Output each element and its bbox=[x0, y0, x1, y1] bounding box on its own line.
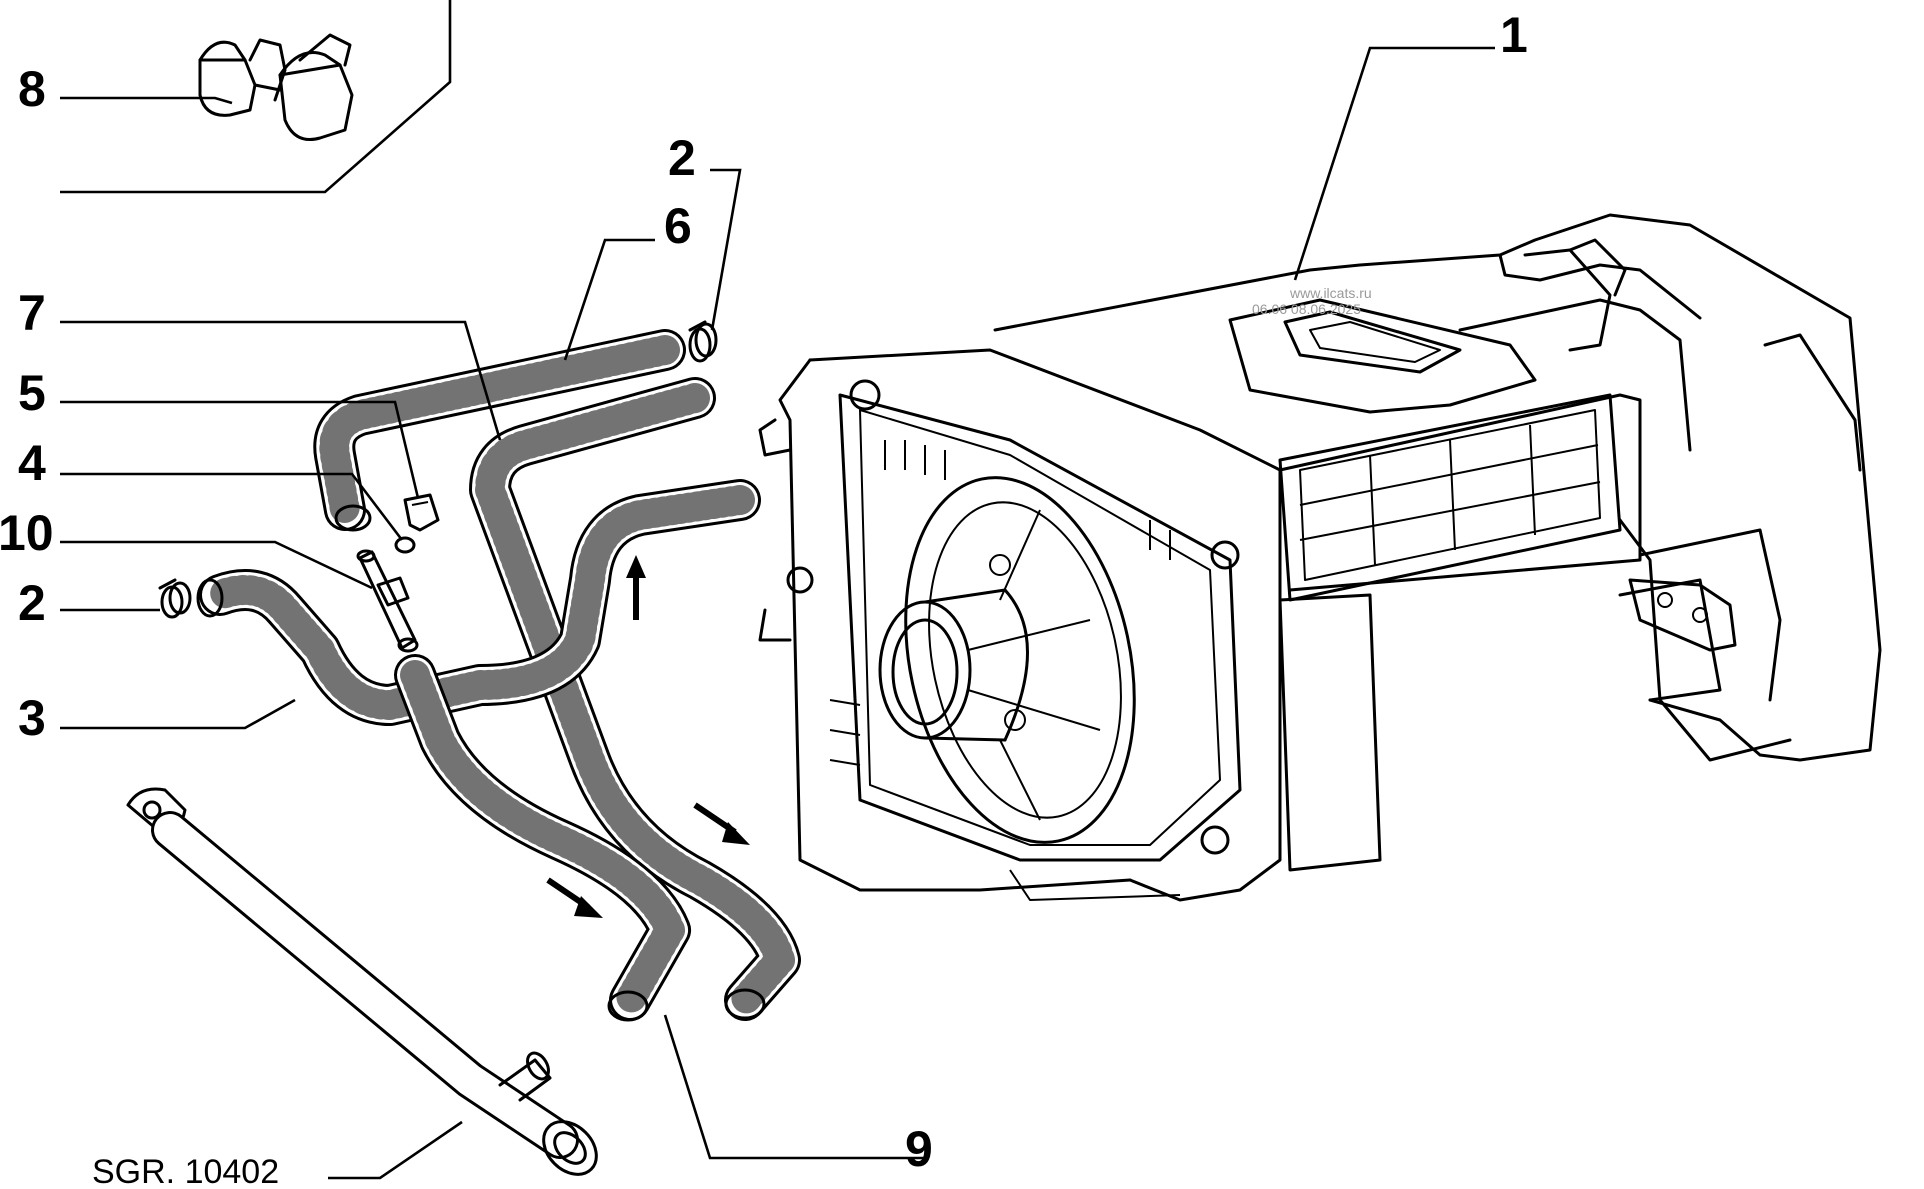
part-5-valve[interactable] bbox=[403, 493, 440, 532]
part-8-clip[interactable] bbox=[60, 0, 452, 194]
flow-arrow-right-upper bbox=[693, 802, 750, 845]
flow-arrow-up bbox=[626, 555, 646, 620]
part-7-hose[interactable] bbox=[469, 377, 801, 1021]
callout-3: 3 bbox=[18, 690, 46, 746]
callout-2-lower: 2 bbox=[18, 575, 46, 631]
part-2-clamp-lower[interactable] bbox=[158, 578, 192, 619]
callout-6: 6 bbox=[664, 198, 692, 254]
part-4-washer[interactable] bbox=[394, 536, 416, 554]
part-9-hose[interactable] bbox=[394, 654, 691, 1022]
watermark-date: 06.06 08.06.2025 bbox=[1252, 301, 1361, 317]
callout-9: 9 bbox=[905, 1121, 933, 1177]
callout-labels: 1 8 2 6 7 5 4 10 2 3 9 SGR. 10402 bbox=[0, 7, 1528, 1189]
watermark: www.ilcats.ru 06.06 08.06.2025 bbox=[1252, 285, 1372, 317]
callout-7: 7 bbox=[18, 285, 46, 341]
callout-10: 10 bbox=[0, 505, 54, 561]
water-pipe[interactable] bbox=[126, 787, 607, 1184]
part-3-hose[interactable] bbox=[196, 479, 761, 726]
callout-1: 1 bbox=[1500, 7, 1528, 63]
callout-4: 4 bbox=[18, 435, 46, 491]
part-1-heater-housing[interactable] bbox=[758, 213, 1882, 902]
part-10-connector[interactable] bbox=[356, 549, 419, 653]
callout-2-upper: 2 bbox=[668, 130, 696, 186]
callout-5: 5 bbox=[18, 365, 46, 421]
watermark-site: www.ilcats.ru bbox=[1289, 285, 1372, 301]
leader-lines bbox=[60, 46, 1495, 1180]
callout-8: 8 bbox=[18, 61, 46, 117]
flow-arrow-right-lower bbox=[546, 877, 603, 918]
frame-line-8 bbox=[60, 0, 452, 194]
part-6-hose[interactable] bbox=[313, 329, 686, 532]
part-2-clamp-upper[interactable] bbox=[688, 320, 718, 363]
drawing-code: SGR. 10402 bbox=[92, 1153, 279, 1184]
